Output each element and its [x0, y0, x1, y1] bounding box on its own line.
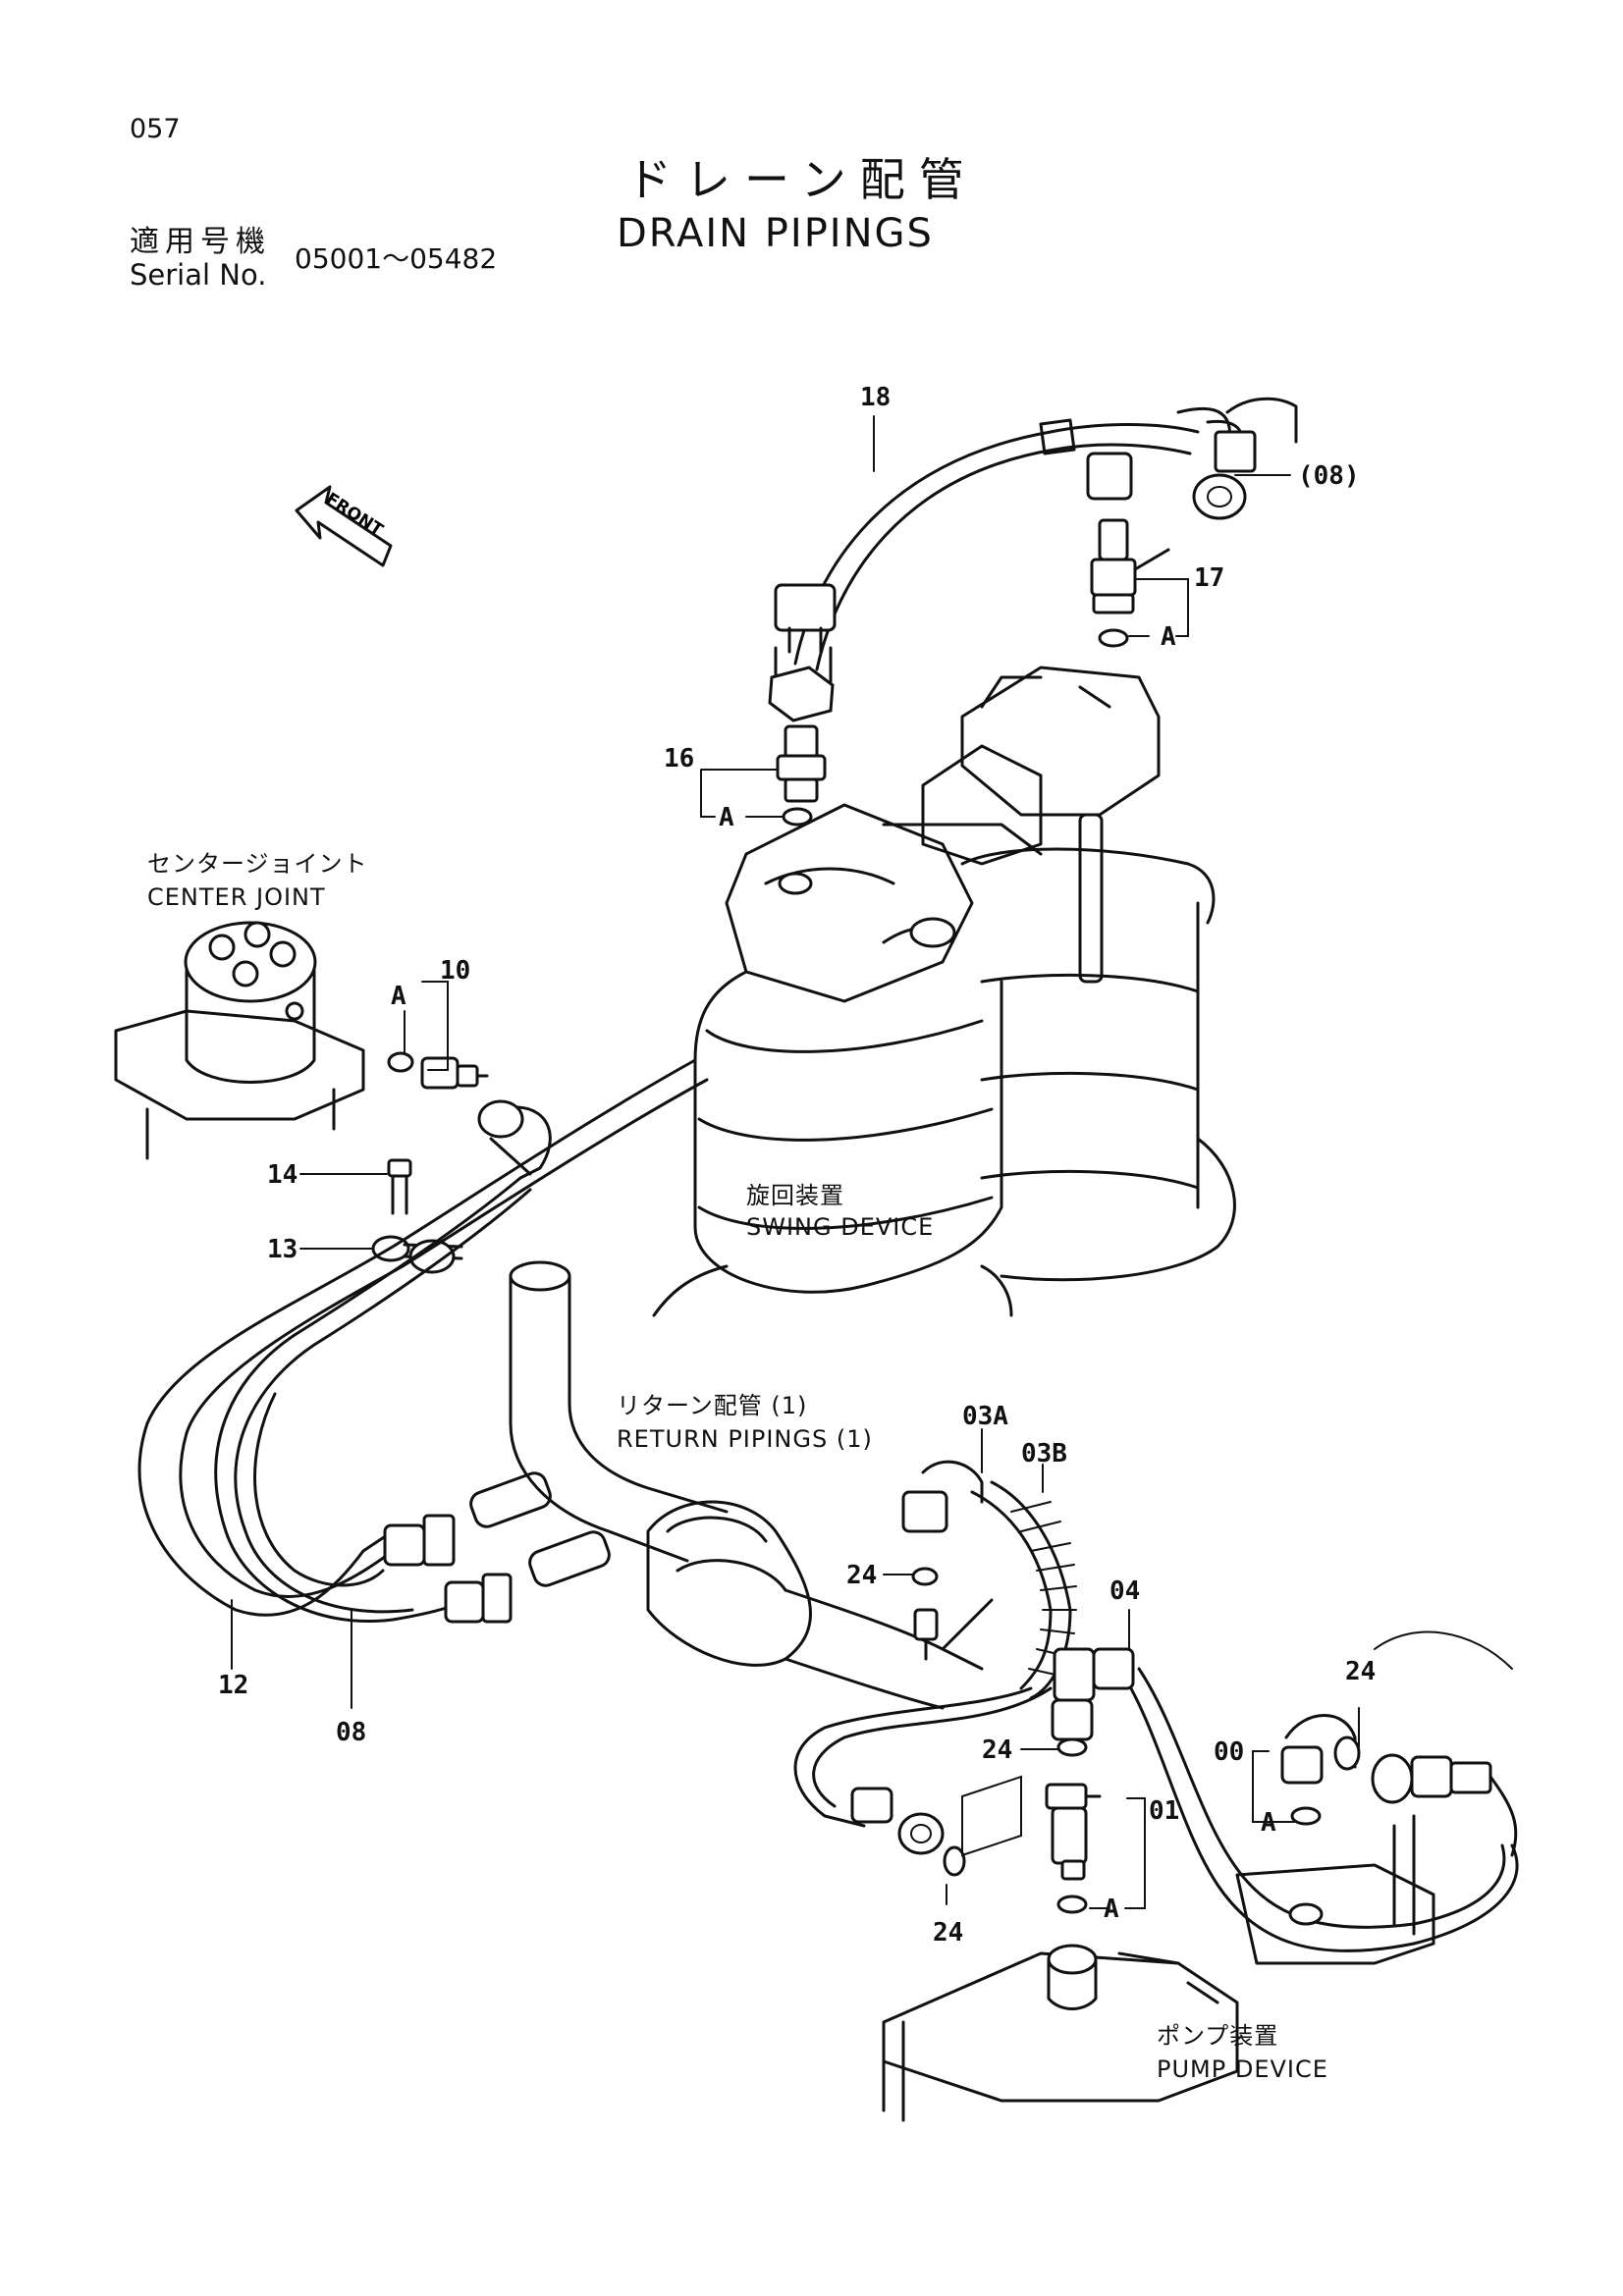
callout-24-c: 24 [982, 1735, 1013, 1765]
pump-device-label-en: PUMP DEVICE [1157, 2056, 1328, 2083]
callout-01: 01 [1149, 1796, 1180, 1826]
serial-label-japanese: 適用号機 [130, 225, 271, 259]
callout-08: 08 [336, 1718, 367, 1747]
title-english: DRAIN PIPINGS [617, 211, 934, 256]
return-pipings-label-jp: リターン配管 (1) [617, 1392, 808, 1419]
bolt-14 [387, 1158, 412, 1215]
callout-14: 14 [267, 1160, 298, 1190]
elbow-00 [1280, 1714, 1361, 1826]
tee-01 [961, 1775, 1102, 1914]
callout-leader-lines [231, 415, 1360, 1909]
callout-17: 17 [1194, 563, 1225, 593]
callout-a-01: A [1104, 1895, 1119, 1924]
callout-24-a: 24 [846, 1561, 878, 1590]
callout-13: 13 [267, 1235, 298, 1264]
swing-device-label-jp: 旋回装置 [746, 1182, 844, 1209]
pump-arc-outline [1374, 1630, 1513, 1670]
adapter-17 [1090, 518, 1170, 648]
callout-18: 18 [860, 383, 892, 412]
callout-08-top: (08) [1298, 461, 1360, 491]
spring-guard-03b [970, 1480, 1077, 1700]
callout-a-16: A [719, 803, 734, 832]
pump-device [882, 1814, 1435, 2122]
callout-04: 04 [1109, 1576, 1141, 1606]
title-japanese: ドレーン配管 [626, 153, 978, 206]
callout-12: 12 [218, 1671, 249, 1700]
swing-device [652, 666, 1236, 1317]
hose-18 [793, 397, 1298, 671]
callout-a-10: A [391, 982, 406, 1011]
return-pipings [509, 1260, 994, 1710]
pump-device-label-jp: ポンプ装置 [1157, 2022, 1279, 2050]
hoses-12-08 [137, 1058, 709, 1624]
center-joint-label-en: CENTER JOINT [147, 883, 326, 911]
callout-03a: 03A [962, 1402, 1008, 1431]
callout-a-17: A [1161, 622, 1176, 652]
fitting-03a [901, 1460, 984, 1661]
serial-label-english: Serial No. [130, 258, 267, 292]
callout-00: 00 [1214, 1737, 1245, 1767]
callout-03b: 03B [1021, 1439, 1067, 1468]
callout-24-d: 24 [933, 1918, 964, 1948]
front-arrow-icon: FRONT [295, 485, 393, 567]
swing-device-label-en: SWING DEVICE [746, 1213, 935, 1241]
serial-range: 05001～05482 [295, 242, 498, 275]
elbow-fitting [477, 1099, 552, 1180]
hose-end-right [1371, 1753, 1518, 1857]
center-joint-label-jp: センタージョイント [147, 850, 368, 878]
callout-24-b: 24 [1345, 1657, 1377, 1686]
center-joint [114, 921, 414, 1160]
return-pipings-label-en: RETURN PIPINGS (1) [617, 1425, 873, 1453]
page-number: 057 [130, 114, 181, 144]
callout-10: 10 [440, 956, 471, 986]
adapter-10 [420, 1056, 489, 1090]
adapter-16 [776, 724, 827, 827]
callout-16: 16 [664, 744, 695, 774]
callout-a-00: A [1261, 1808, 1276, 1838]
hose-end-18-left [768, 583, 837, 722]
